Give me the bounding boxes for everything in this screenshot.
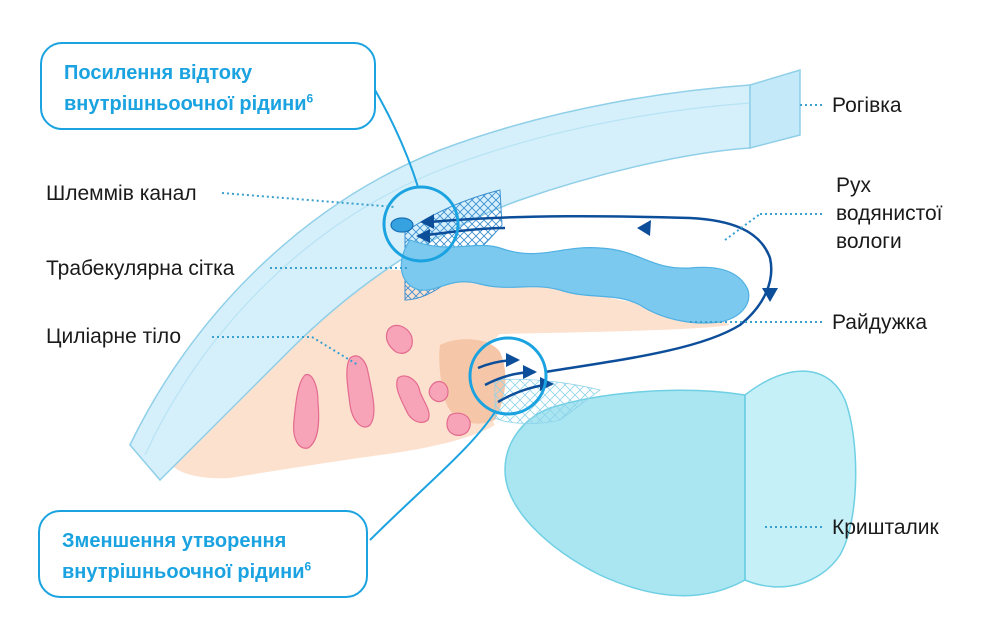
label-schlemm-canal: Шлеммів канал	[46, 182, 197, 205]
cornea-end-face	[749, 68, 801, 149]
outflow-callout: Посилення відтоку внутрішньоочної рідини…	[40, 42, 376, 130]
outflow-callout-line1: Посилення відтоку	[64, 62, 253, 84]
leader-lines	[212, 104, 822, 528]
cornea-inner-layer	[144, 102, 751, 456]
label-aqueous-flow-line3: вологи	[836, 230, 902, 253]
production-callout-line2-text: внутрішньоочної рідини	[62, 561, 305, 583]
label-ciliary-body: Циліарне тіло	[46, 325, 182, 348]
schlemm-canal-shape	[390, 217, 414, 233]
ciliary-muscle-group	[293, 324, 471, 449]
arrowhead-top	[637, 220, 651, 236]
label-trabecular-meshwork: Трабекулярна сітка	[46, 257, 235, 280]
lens-side-face	[744, 370, 857, 588]
arrowhead-schlemm	[420, 214, 434, 229]
label-iris: Райдужка	[832, 311, 928, 334]
cornea-shape	[129, 84, 751, 482]
outflow-callout-line2-text: внутрішньоочної рідини	[64, 93, 307, 115]
outflow-zoom-circle	[382, 185, 460, 263]
ciliary-process-shape	[439, 339, 506, 424]
outflow-callout-footnote: 6	[306, 91, 314, 106]
lens-shape	[504, 389, 746, 597]
production-callout-line1: Зменшення утворення	[62, 530, 287, 552]
production-callout-footnote: 6	[304, 559, 312, 574]
production-callout-connector	[369, 411, 496, 541]
outflow-callout-line2: внутрішньоочної рідини6	[64, 89, 352, 120]
aqueous-flow-path	[429, 214, 773, 374]
label-cornea: Рогівка	[832, 94, 902, 117]
production-callout-line2: внутрішньоочної рідини6	[62, 557, 344, 588]
arrowhead-right	[762, 288, 778, 302]
arrowhead-trabecular	[416, 229, 430, 243]
production-zoom-circle	[468, 336, 548, 416]
label-aqueous-flow-line2: водянистої	[836, 202, 943, 225]
outflow-callout-connector	[374, 89, 419, 188]
label-aqueous-flow-line1: Рух	[836, 174, 872, 197]
production-callout: Зменшення утворення внутрішньоочної ріди…	[38, 510, 368, 598]
label-lens: Кришталик	[832, 516, 939, 539]
